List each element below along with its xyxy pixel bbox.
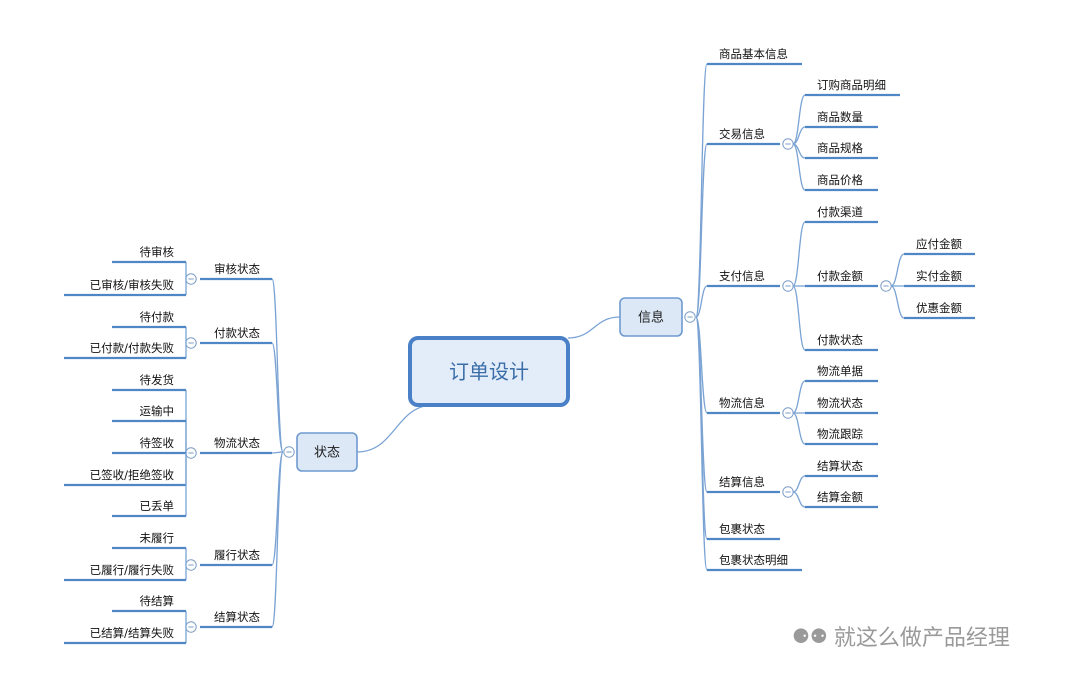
status-child-1-1[interactable]: 已付款/付款失败 bbox=[90, 341, 175, 355]
info-child-1-0[interactable]: 订购商品明细 bbox=[817, 78, 886, 92]
info-child-line bbox=[792, 380, 806, 414]
info-child-2-1[interactable]: 付款金额 bbox=[817, 269, 863, 283]
status-group-1[interactable]: 付款状态 bbox=[214, 326, 260, 340]
status-group-4[interactable]: 结算状态 bbox=[214, 610, 260, 624]
info-child-1-1[interactable]: 商品数量 bbox=[817, 110, 863, 124]
status-branch-line bbox=[271, 451, 284, 628]
status-child-2-4[interactable]: 已丢单 bbox=[140, 499, 175, 513]
info-child-line bbox=[792, 475, 806, 493]
root-to-status-line bbox=[356, 404, 435, 453]
status-child-2-3[interactable]: 已签收/拒绝签收 bbox=[90, 468, 175, 482]
info-child-3-0[interactable]: 物流单据 bbox=[817, 364, 863, 378]
status-child-0-1[interactable]: 已审核/审核失败 bbox=[90, 278, 175, 292]
status-branch-line bbox=[271, 342, 284, 453]
status-child-2-1[interactable]: 运输中 bbox=[140, 404, 175, 418]
info-group-1[interactable]: 交易信息 bbox=[719, 127, 765, 141]
info-branch-line bbox=[695, 143, 708, 318]
root-node[interactable]: 订单设计 bbox=[449, 360, 529, 384]
info-child-line bbox=[792, 412, 806, 445]
info-node-box[interactable] bbox=[619, 297, 683, 337]
info-child-line bbox=[792, 94, 806, 145]
status-node[interactable]: 状态 bbox=[314, 446, 340, 461]
info-branch-line bbox=[695, 63, 708, 318]
payment-sub-line bbox=[890, 285, 905, 319]
info-child-line bbox=[792, 221, 806, 287]
info-branch-line bbox=[695, 285, 708, 318]
info-group-2[interactable]: 支付信息 bbox=[719, 269, 765, 283]
info-child-3-2[interactable]: 物流跟踪 bbox=[817, 427, 863, 441]
info-group-5[interactable]: 包裹状态 bbox=[719, 522, 765, 536]
info-child-2-2[interactable]: 付款状态 bbox=[817, 333, 863, 347]
payment-sub-2[interactable]: 优惠金额 bbox=[916, 301, 962, 315]
info-group-6[interactable]: 包裹状态明细 bbox=[719, 553, 788, 567]
status-child-0-0[interactable]: 待审核 bbox=[140, 245, 175, 259]
status-child-3-0[interactable]: 未履行 bbox=[140, 531, 175, 545]
watermark-text: 就这么做产品经理 bbox=[833, 626, 1010, 651]
status-branch-line bbox=[271, 278, 284, 453]
root-to-info-line bbox=[567, 316, 621, 339]
status-node-box[interactable] bbox=[296, 432, 358, 472]
info-child-3-1[interactable]: 物流状态 bbox=[817, 396, 863, 410]
wechat-icon: ⚈⚉ bbox=[792, 624, 828, 648]
info-child-4-1[interactable]: 结算金额 bbox=[817, 490, 863, 504]
payment-sub-0[interactable]: 应付金额 bbox=[916, 237, 962, 251]
status-child-4-1[interactable]: 已结算/结算失败 bbox=[90, 626, 175, 640]
status-group-3[interactable]: 履行状态 bbox=[214, 548, 260, 562]
status-child-1-0[interactable]: 待付款 bbox=[140, 310, 175, 324]
info-branch-line bbox=[695, 316, 708, 571]
info-child-line bbox=[792, 491, 806, 508]
status-child-4-0[interactable]: 待结算 bbox=[140, 594, 175, 608]
status-child-2-0[interactable]: 待发货 bbox=[140, 373, 175, 387]
info-node[interactable]: 信息 bbox=[638, 310, 664, 326]
info-group-4[interactable]: 结算信息 bbox=[719, 475, 765, 489]
status-group-0[interactable]: 审核状态 bbox=[214, 262, 260, 276]
info-child-line bbox=[792, 143, 806, 191]
info-child-4-0[interactable]: 结算状态 bbox=[817, 459, 863, 473]
payment-sub-1[interactable]: 实付金额 bbox=[916, 269, 962, 283]
status-child-2-2[interactable]: 待签收 bbox=[140, 436, 175, 450]
info-group-0[interactable]: 商品基本信息 bbox=[719, 47, 788, 61]
info-child-2-0[interactable]: 付款渠道 bbox=[817, 205, 863, 219]
info-child-1-3[interactable]: 商品价格 bbox=[817, 173, 863, 187]
info-group-3[interactable]: 物流信息 bbox=[719, 396, 765, 410]
info-child-1-2[interactable]: 商品规格 bbox=[817, 141, 863, 155]
root-node-box[interactable] bbox=[408, 336, 570, 407]
status-group-2[interactable]: 物流状态 bbox=[214, 436, 260, 450]
info-child-line bbox=[792, 126, 806, 145]
payment-sub-line bbox=[890, 253, 905, 287]
status-branch-line bbox=[271, 451, 284, 454]
info-child-line bbox=[792, 285, 806, 351]
watermark: ⚈⚉ 就这么做产品经理 bbox=[792, 620, 1010, 652]
status-child-3-1[interactable]: 已履行/履行失败 bbox=[90, 563, 175, 577]
